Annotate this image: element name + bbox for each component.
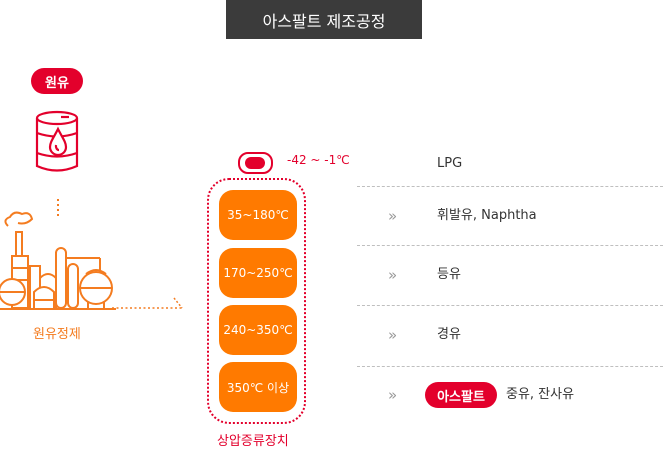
oil-barrel-icon [35,110,79,172]
distillation-column [207,178,306,424]
product-diesel: 경유 [437,327,461,342]
chevron-right-icon: » [388,326,398,344]
refining-label: 원유정제 [33,327,81,342]
separator [357,186,663,187]
column-cap [238,152,273,174]
page-title: 아스팔트 제조공정 [226,0,422,39]
asphalt-badge: 아스팔트 [425,382,497,408]
top-temperature: -42 ~ -1℃ [287,153,350,167]
temp-band-3: 240~350℃ [219,305,297,355]
separator [357,305,663,306]
temp-band-2: 170~250℃ [219,248,297,298]
chevron-right-icon: » [388,207,398,225]
crude-oil-tag: 원유 [31,68,83,94]
temp-band-4: 350℃ 이상 [219,362,297,412]
product-heavy-oil: 중유, 잔사유 [506,387,575,402]
product-kerosene: 등유 [437,267,461,282]
chevron-right-icon: » [388,266,398,284]
refinery-plant-icon [0,211,116,310]
chevron-right-icon: » [388,386,398,404]
temp-band-1: 35~180℃ [219,190,297,240]
column-label: 상압증류장치 [217,434,289,449]
product-gasoline: 휘발유, Naphtha [437,208,537,223]
refinery-connector-arrow [112,297,183,309]
product-lpg: LPG [437,156,463,171]
separator [357,366,663,367]
separator [357,245,663,246]
